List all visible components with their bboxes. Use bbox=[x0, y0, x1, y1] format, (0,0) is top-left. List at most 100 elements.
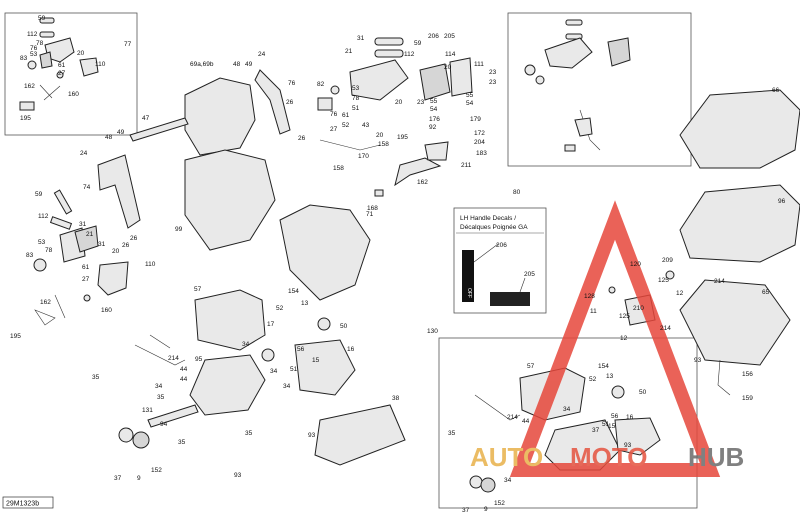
callout-44: 44 bbox=[180, 376, 188, 383]
callout-160: 160 bbox=[101, 307, 112, 314]
decal-off-text: OFF bbox=[466, 288, 472, 298]
callout-131: 131 bbox=[142, 407, 153, 414]
callout-20: 20 bbox=[444, 64, 452, 71]
callout-160: 160 bbox=[68, 91, 79, 98]
callout-159: 159 bbox=[742, 395, 753, 402]
callout-61: 61 bbox=[58, 62, 66, 69]
callout-110: 110 bbox=[145, 261, 156, 268]
callout-93: 93 bbox=[234, 472, 242, 479]
callout-77: 77 bbox=[124, 41, 132, 48]
callout-23: 23 bbox=[489, 69, 497, 76]
callout-52: 52 bbox=[276, 305, 284, 312]
callout-9: 9 bbox=[484, 506, 488, 513]
callout-71: 71 bbox=[366, 211, 374, 218]
callout-20: 20 bbox=[376, 132, 384, 139]
callout-34: 34 bbox=[504, 477, 512, 484]
part-156-cable bbox=[717, 359, 731, 396]
callout-44: 44 bbox=[522, 418, 530, 425]
callout-76: 76 bbox=[30, 45, 38, 52]
callout-210: 210 bbox=[633, 305, 644, 312]
inset-80-parts bbox=[524, 19, 631, 152]
callout-205: 205 bbox=[524, 271, 535, 278]
callout-83: 83 bbox=[20, 55, 28, 62]
callout-162: 162 bbox=[40, 299, 51, 306]
callout-214: 214 bbox=[714, 278, 725, 285]
callout-93: 93 bbox=[694, 357, 702, 364]
callout-59: 59 bbox=[35, 191, 43, 198]
callout-92: 92 bbox=[429, 124, 437, 131]
callout-55: 55 bbox=[466, 92, 474, 99]
callout-78: 78 bbox=[36, 40, 44, 47]
callout-52: 52 bbox=[589, 376, 597, 383]
callout-162: 162 bbox=[24, 83, 35, 90]
callout-20: 20 bbox=[395, 99, 403, 106]
callout-24: 24 bbox=[258, 51, 266, 58]
callout-12: 12 bbox=[620, 335, 628, 342]
decal-box bbox=[453, 207, 547, 314]
center-bottom-parts bbox=[118, 289, 406, 466]
callout-59: 59 bbox=[38, 15, 46, 22]
callout-69: 69a,69b bbox=[190, 61, 214, 68]
callout-51: 51 bbox=[602, 421, 610, 428]
callout-120: 120 bbox=[630, 261, 641, 268]
callout-110: 110 bbox=[95, 61, 106, 68]
callout-17: 17 bbox=[267, 321, 275, 328]
callout-35: 35 bbox=[448, 430, 456, 437]
callout-195: 195 bbox=[397, 134, 408, 141]
callout-26: 26 bbox=[298, 135, 306, 142]
callout-23: 23 bbox=[489, 79, 497, 86]
callout-168: 168 bbox=[367, 205, 378, 212]
decal-box-title-line1: LH Handle Decals / bbox=[460, 215, 516, 222]
callout-35: 35 bbox=[245, 430, 253, 437]
part-65-frame bbox=[679, 279, 791, 366]
callout-74: 74 bbox=[83, 184, 91, 191]
callout-112: 112 bbox=[38, 213, 49, 220]
callout-93: 93 bbox=[624, 442, 632, 449]
inset-77-parts bbox=[19, 17, 99, 111]
callout-35: 35 bbox=[178, 439, 186, 446]
callout-183: 183 bbox=[476, 150, 487, 157]
callout-152: 152 bbox=[494, 500, 505, 507]
handle-cluster-center bbox=[317, 37, 473, 197]
callout-128: 128 bbox=[584, 293, 595, 300]
callout-152: 152 bbox=[151, 467, 162, 474]
callout-54: 54 bbox=[430, 106, 438, 113]
callout-114: 114 bbox=[445, 51, 456, 58]
callout-37: 37 bbox=[592, 427, 600, 434]
callout-27: 27 bbox=[330, 126, 338, 133]
callout-50: 50 bbox=[639, 389, 647, 396]
callout-94: 94 bbox=[160, 421, 168, 428]
part-76-arm bbox=[254, 69, 291, 135]
callout-55: 55 bbox=[430, 98, 438, 105]
callout-158: 158 bbox=[333, 165, 344, 172]
callout-34: 34 bbox=[270, 368, 278, 375]
callout-66: 66 bbox=[772, 87, 780, 94]
callout-154: 154 bbox=[288, 288, 299, 295]
inset-box-77 bbox=[4, 12, 138, 136]
part-99-body bbox=[184, 149, 276, 251]
callout-13: 13 bbox=[301, 300, 309, 307]
callout-49: 49 bbox=[117, 129, 125, 136]
watermark-auto: AUTO bbox=[470, 442, 543, 472]
callout-53: 53 bbox=[30, 51, 38, 58]
callout-195: 195 bbox=[20, 115, 31, 122]
callout-51: 51 bbox=[352, 105, 360, 112]
callout-214: 214 bbox=[168, 355, 179, 362]
part-96-seat bbox=[679, 184, 800, 263]
callout-61: 61 bbox=[342, 112, 350, 119]
callout-170: 170 bbox=[358, 153, 369, 160]
watermark-moto: MOTO bbox=[570, 442, 648, 472]
diagram-code: 29M1323b bbox=[6, 501, 39, 508]
callout-204: 204 bbox=[474, 139, 485, 146]
callout-82: 82 bbox=[317, 81, 325, 88]
callout-125: 125 bbox=[619, 313, 630, 320]
callout-209: 209 bbox=[662, 257, 673, 264]
callout-13: 13 bbox=[606, 373, 614, 380]
part-47-rod bbox=[129, 117, 189, 142]
callout-20: 20 bbox=[77, 50, 85, 57]
callout-78: 78 bbox=[352, 95, 360, 102]
callout-43: 43 bbox=[362, 122, 370, 129]
callout-31: 31 bbox=[98, 241, 106, 248]
callout-23: 23 bbox=[417, 99, 425, 106]
callout-34: 34 bbox=[563, 406, 571, 413]
